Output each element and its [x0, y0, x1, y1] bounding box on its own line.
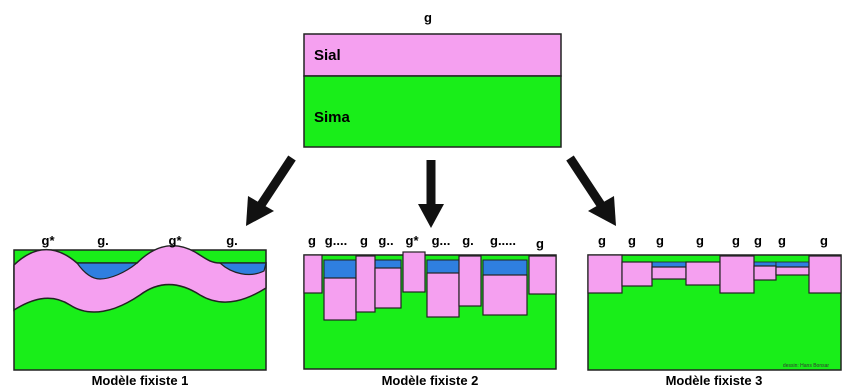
model-3-sial-block — [651, 266, 687, 280]
model-2-g-label: g — [308, 233, 316, 248]
model-2-diagram: g g.... g g.. g* g... g. g..... g Modèle… — [303, 233, 557, 388]
model-2-ocean — [323, 259, 357, 279]
model-3-sial-block — [775, 266, 810, 276]
model-1-ocean-1 — [75, 262, 139, 280]
model-2-g-label: g... — [432, 233, 451, 248]
model-3-g-label: g — [656, 233, 664, 248]
model-3-title: Modèle fixiste 3 — [666, 373, 763, 388]
model-2-g-label: g* — [406, 233, 420, 248]
model-3-sial-block — [685, 261, 721, 286]
model-3-sial-block — [719, 255, 755, 294]
model-2-g-label: g.. — [378, 233, 393, 248]
model-2-g-label: g.... — [325, 233, 347, 248]
model-3-credit: dessin: Hans Bonsar — [783, 363, 829, 369]
model-1-title: Modèle fixiste 1 — [92, 373, 189, 388]
model-3-g-label: g — [820, 233, 828, 248]
model-1-g-label: g. — [226, 233, 238, 248]
arrow-to-model-1 — [246, 155, 296, 226]
model-3-diagram: g g g g g g g g dessin: Hans Bonsar Modè… — [587, 233, 842, 388]
model-2-sial-block — [355, 255, 376, 313]
model-2-sial-block — [402, 251, 426, 293]
model-2-sial-block — [482, 274, 528, 316]
model-3-ocean — [651, 261, 687, 268]
model-2-g-label: g. — [462, 233, 474, 248]
sial-label: Sial — [314, 47, 341, 64]
model-3-g-label: g — [628, 233, 636, 248]
model-2-ocean — [374, 259, 402, 269]
model-2-sial-block — [426, 272, 460, 318]
model-2-sial-block — [458, 255, 482, 307]
model-2-g-label: g — [536, 236, 544, 251]
model-2-sial-block — [374, 267, 402, 309]
model-3-ocean — [775, 261, 810, 268]
model-3-sial-block — [808, 255, 842, 294]
model-3-g-label: g — [696, 233, 704, 248]
model-3-ocean — [753, 261, 777, 267]
model-3-sial-block — [621, 261, 653, 287]
model-2-ocean — [426, 259, 460, 274]
model-3-g-label: g — [754, 233, 762, 248]
arrow-to-model-3 — [566, 155, 616, 226]
model-2-sial-block — [303, 254, 323, 294]
model-1-ocean-2 — [218, 262, 267, 276]
model-3-sial-block — [753, 265, 777, 281]
top-gravity-label: g — [424, 10, 432, 25]
model-3-g-label: g — [598, 233, 606, 248]
model-3-sial-block — [587, 254, 623, 294]
model-2-title: Modèle fixiste 2 — [382, 373, 479, 388]
model-3-g-label: g — [778, 233, 786, 248]
sial-layer — [303, 33, 562, 77]
model-2-sial-block — [528, 255, 557, 295]
model-1-g-label: g* — [42, 233, 56, 248]
model-2-ocean — [482, 259, 528, 276]
model-1-diagram: g* g. g* g. Modèle fixiste 1 — [13, 233, 267, 388]
model-3-g-label: g — [732, 233, 740, 248]
model-2-sial-block — [323, 277, 357, 321]
arrow-to-model-2 — [418, 160, 444, 228]
model-1-sial — [13, 244, 267, 313]
model-1-g-label: g. — [97, 233, 109, 248]
model-2-g-label: g..... — [490, 233, 516, 248]
sima-layer — [303, 75, 562, 148]
model-1-g-label: g* — [169, 233, 183, 248]
sima-label: Sima — [314, 109, 351, 126]
model-2-g-label: g — [360, 233, 368, 248]
